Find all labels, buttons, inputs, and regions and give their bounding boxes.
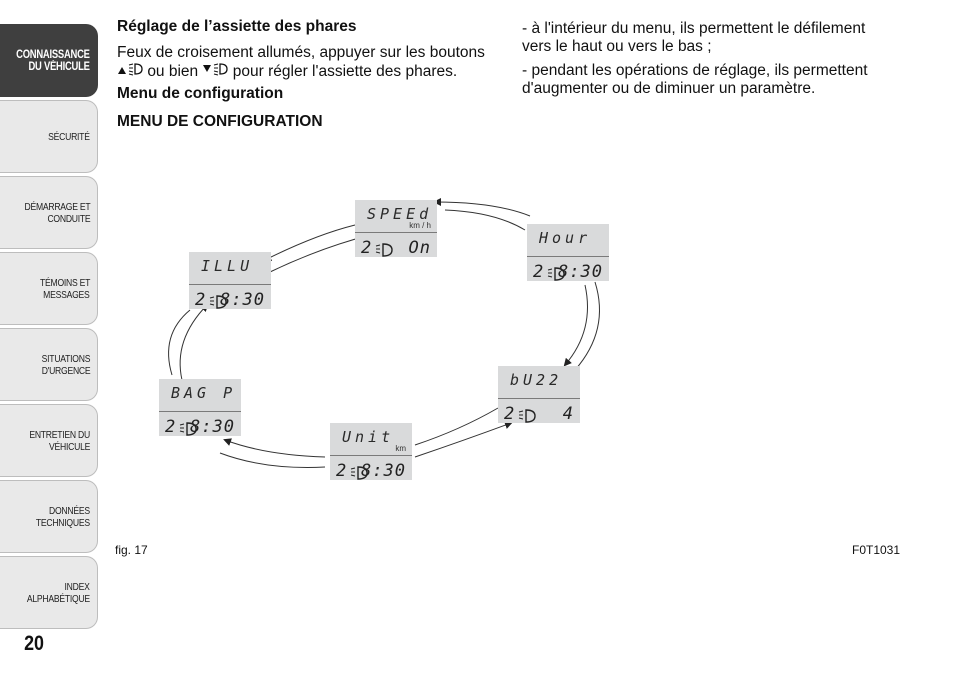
- display-label: Unit: [342, 428, 395, 446]
- headlight-icon: [209, 294, 229, 313]
- display-level: 2: [533, 262, 544, 282]
- lcd-illu-display: ILLU 2 8:30: [189, 252, 271, 310]
- list-item-line: - pendant les opérations de réglage, ils…: [522, 62, 868, 79]
- tab-demarrage-et-conduite[interactable]: DÉMARRAGE ET CONDUITE: [0, 176, 98, 249]
- lcd-buzzer-display: bU22 2 4: [498, 366, 580, 424]
- tab-temoins-et-messages[interactable]: TÉMOINS ET MESSAGES: [0, 252, 98, 325]
- headlight-icon: [375, 242, 395, 261]
- tab-label-line: ALPHABÉTIQUE: [26, 592, 90, 605]
- headlight-up-icon: [117, 63, 143, 80]
- figure-code: F0T1031: [852, 543, 901, 557]
- tab-label-line: SITUATIONS: [41, 352, 90, 365]
- tab-securite[interactable]: SÉCURITÉ: [0, 100, 98, 173]
- section-heading: Réglage de l’assiette des phares: [117, 18, 357, 35]
- tab-label-line: MESSAGES: [43, 288, 91, 301]
- lcd-hour-display: Hour 2 8:30: [527, 224, 609, 282]
- paragraph-end-text: pour régler l'assiette des phares.: [232, 63, 458, 80]
- display-label: ILLU: [201, 257, 254, 275]
- display-value: 8:30: [558, 262, 603, 282]
- headlight-icon: [547, 266, 567, 285]
- tab-donnees-techniques[interactable]: DONNÉES TECHNIQUES: [0, 480, 98, 553]
- list-item-line: - à l'intérieur du menu, ils permettent …: [522, 20, 866, 37]
- tab-label-line: ENTRETIEN DU: [29, 428, 90, 441]
- tab-entretien-du-vehicule[interactable]: ENTRETIEN DU VÉHICULE: [0, 404, 98, 477]
- or-text: ou bien: [147, 63, 199, 80]
- tab-label-line: TÉMOINS ET: [39, 276, 90, 289]
- menu-heading: Menu de configuration: [117, 85, 284, 102]
- tab-label-line: TECHNIQUES: [36, 516, 90, 529]
- display-value: On: [408, 238, 431, 258]
- headlight-down-icon: [202, 63, 229, 80]
- display-unit: km / h: [409, 221, 431, 230]
- menu-title: MENU DE CONFIGURATION: [117, 113, 323, 130]
- display-label: BAG P: [171, 384, 237, 402]
- display-value: 8:30: [361, 461, 406, 481]
- display-level: 2: [195, 290, 206, 310]
- headlight-icon: [350, 465, 370, 484]
- paragraph-line: Feux de croisement allumés, appuyer sur …: [117, 44, 485, 61]
- headlight-icon: [179, 421, 199, 440]
- headlight-icon: [518, 408, 538, 427]
- tab-label-line: INDEX: [64, 580, 90, 593]
- display-label: bU22: [510, 371, 563, 389]
- display-label: SPEEd: [367, 205, 433, 223]
- list-item-line: d'augmenter ou de diminuer un paramètre.: [522, 80, 816, 97]
- display-unit: km: [395, 444, 406, 453]
- tab-label-line: VÉHICULE: [48, 440, 90, 453]
- tab-label-line: DU VÉHICULE: [28, 60, 90, 73]
- tab-label-line: CONNAISSANCE: [16, 48, 90, 61]
- lcd-bag-display: BAG P 2 8:30: [159, 379, 241, 437]
- figure-label: fig. 17: [115, 543, 148, 557]
- tab-index-alphabetique[interactable]: INDEX ALPHABÉTIQUE: [0, 556, 98, 629]
- tab-label-line: DÉMARRAGE ET: [24, 200, 90, 213]
- paragraph-line-with-icons: ou bien pour régler l'assiette des phare…: [117, 62, 497, 81]
- left-text-column: Réglage de l’assiette des phares Feux de…: [117, 18, 497, 131]
- tab-label-line: SÉCURITÉ: [48, 130, 90, 143]
- tab-connaissance-du-vehicule[interactable]: CONNAISSANCE DU VÉHICULE: [0, 24, 98, 97]
- cycle-arrows: [168, 198, 600, 468]
- tab-label-line: CONDUITE: [47, 212, 90, 225]
- right-text-column: - à l'intérieur du menu, ils permettent …: [522, 20, 912, 98]
- tab-label-line: D'URGENCE: [41, 364, 90, 377]
- display-value: 4: [562, 404, 574, 424]
- display-label: Hour: [539, 229, 592, 247]
- list-item-line: vers le haut ou vers le bas ;: [522, 38, 712, 55]
- tab-label-line: DONNÉES: [49, 504, 90, 517]
- display-level: 2: [165, 417, 176, 437]
- display-level: 2: [336, 461, 347, 481]
- display-value: 8:30: [190, 417, 235, 437]
- tab-situations-durgence[interactable]: SITUATIONS D'URGENCE: [0, 328, 98, 401]
- page-number: 20: [24, 632, 44, 655]
- display-level: 2: [504, 404, 515, 424]
- display-level: 2: [361, 238, 372, 258]
- display-value: 8:30: [220, 290, 265, 310]
